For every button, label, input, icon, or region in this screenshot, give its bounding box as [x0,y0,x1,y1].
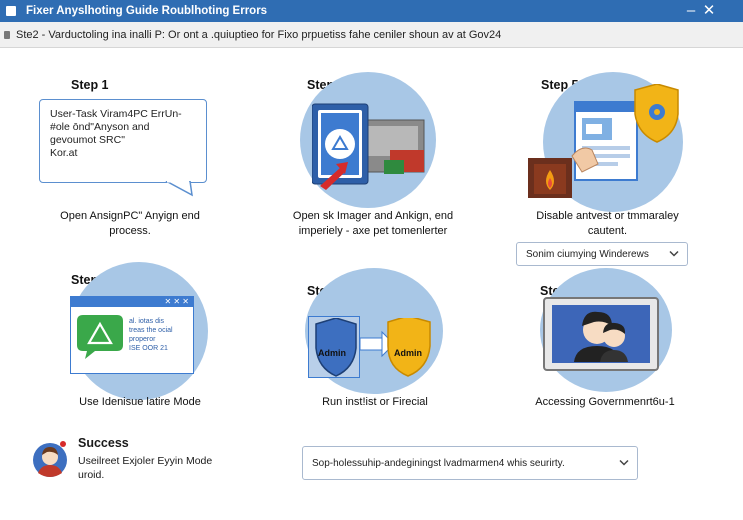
step-5-caption: Disable antvest or tmmaraley cautent. [510,209,705,239]
step-2-caption: Open sk Imager and Ankign, end imperiely… [268,209,478,239]
step-1-caption: Open AnsignPC" Anyign end process. [40,209,220,239]
step-4-caption: Run inst!ist or Firecial [290,395,460,410]
success-line: Useilreet Exjoler Eyyin Mode [78,455,213,467]
popup-line: ISE OOR 21 [129,345,168,352]
firewall-illustration [528,84,679,198]
callout-line: #ole ōnd"Anyson and [50,121,150,133]
user-monitor-illustration [543,297,659,371]
popup-text: al. iotas dis treas the ocial properor I… [129,317,173,353]
step-4b-caption: Accessing Governmenrt6u-1 [520,395,690,410]
step-1-callout: User-Task Viram4PC ErrUn- #ole ōnd"Anyso… [39,99,207,183]
callout-line: Kor.at [50,147,78,159]
subheader-bar: Ste2 - Varductoling ina inalli P: Or ont… [0,22,743,48]
windows-dropdown[interactable]: Sonim ciumying Winderews [516,242,688,266]
chevron-down-icon [669,250,679,257]
caption-line: imperiely - axe pet tomenlerter [298,225,448,237]
shield-label-admin: Admin [318,348,346,358]
success-text: Useilreet Exjoler Eyyin Mode uroid. [78,454,212,482]
user-avatar-icon [33,441,67,477]
close-icon[interactable]: ✕ [702,2,716,19]
popup-line: al. iotas dis [129,318,165,325]
window-title: Fixer Anyslhoting Guide Roublhoting Erro… [26,5,268,17]
shield-label-admin: Admin [394,348,422,358]
title-bar: Fixer Anyslhoting Guide Roublhoting Erro… [0,0,743,22]
dropdown-value: Sonim ciumying Winderews [526,248,649,260]
step-label: Step 1 [71,78,109,92]
admin-shields-illustration [315,318,431,377]
caption-line: Open AnsignPC" Anyign end [60,210,200,222]
callout-line: User-Task Viram4PC ErrUn- [50,108,182,120]
step-3-caption: Use Idenisue latire Mode [55,395,225,410]
warning-bubble-icon [77,315,123,359]
caption-line: cautent. [587,225,628,237]
dropdown-value: Sop-holessuhip-andeginingst lvadmarmen4 … [312,457,565,469]
success-line: uroid. [78,469,105,481]
callout-line: gevoumot SRC" [50,134,125,146]
caption-line: Accessing Governmenrt6u-1 [535,396,675,408]
popup-line: properor [129,336,156,343]
subheader-text: Ste2 - Varductoling ina inalli P: Or ont… [16,28,502,41]
success-title: Success [78,436,129,450]
popup-line: treas the ocial [129,327,173,334]
caption-line: Disable antvest or tmmaraley [536,210,679,222]
chevron-down-icon [619,459,629,466]
caption-line: Run inst!ist or Firecial [322,396,428,408]
callout-tail [165,181,193,197]
caption-line: Use Idenisue latire Mode [79,396,201,408]
minimize-icon[interactable]: – [686,2,696,19]
security-dropdown[interactable]: Sop-holessuhip-andeginingst lvadmarmen4 … [302,446,638,480]
caption-line: Open sk Imager and Ankign, end [292,210,454,222]
safe-mode-window: ✕ ✕ ✕ al. iotas dis treas the ocial prop… [70,296,194,374]
disk-imager-illustration [312,103,425,190]
caption-line: process. [109,225,151,237]
tab-icon [4,30,10,39]
window-titlebar: ✕ ✕ ✕ [71,297,193,307]
app-icon [6,6,16,16]
